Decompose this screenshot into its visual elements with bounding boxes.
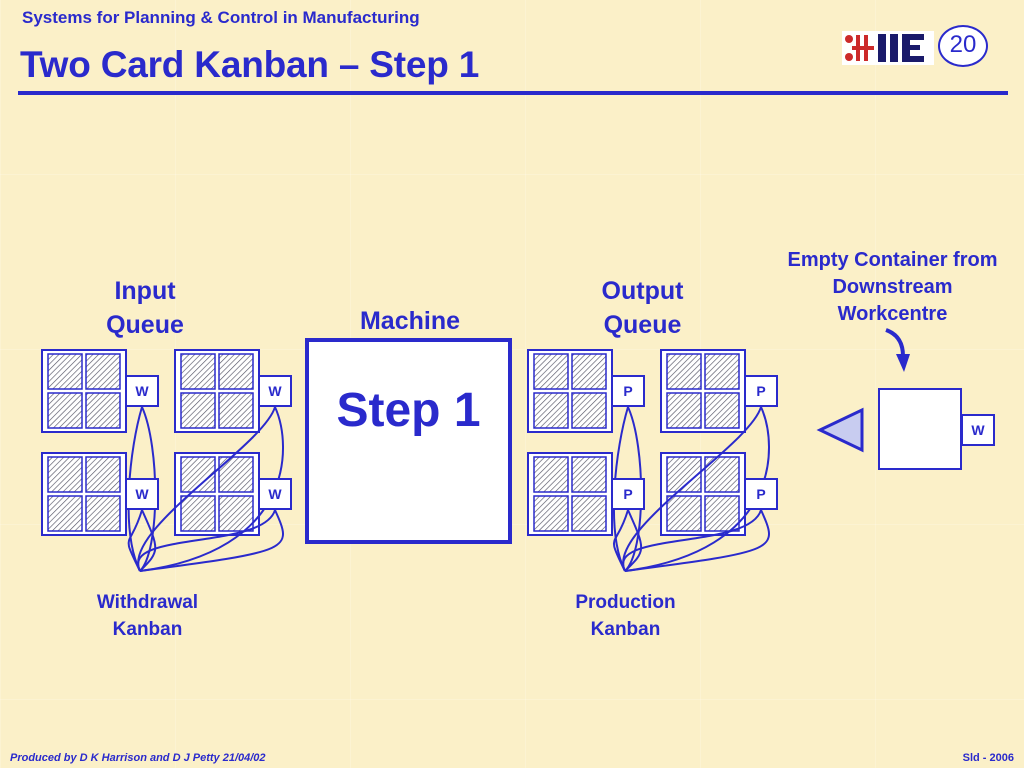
output-queue-container <box>660 349 746 433</box>
deck-subtitle: Systems for Planning & Control in Manufa… <box>22 8 420 27</box>
flow-arrow-left-icon <box>816 407 864 453</box>
logo-red-symbol <box>845 35 874 61</box>
withdrawal-kanban-card: W <box>125 478 159 510</box>
kanban-link-curve <box>624 509 643 572</box>
machine-label: Machine <box>359 307 461 335</box>
kanban-link-curve <box>622 406 762 572</box>
iie-logo <box>842 31 934 65</box>
kanban-link-curve <box>127 509 143 572</box>
input-queue-container <box>41 349 127 433</box>
slide-number: 20 <box>949 31 977 58</box>
machine-step-text: Step 1 <box>336 384 481 437</box>
footer-credit: Produced by D K Harrison and D J Petty 2… <box>10 752 266 764</box>
kanban-link-curve <box>137 406 276 572</box>
kanban-link-curve <box>622 509 762 572</box>
empty-container-label: Empty Container from Downstream Workcent… <box>787 249 998 325</box>
withdrawal-kanban-card: W <box>961 414 995 446</box>
input-queue-container <box>41 452 127 536</box>
empty-container <box>878 388 962 470</box>
output-queue-container <box>527 349 613 433</box>
production-kanban-card: P <box>611 478 645 510</box>
withdrawal-kanban-card: W <box>125 375 159 407</box>
input-queue-container <box>174 349 260 433</box>
withdrawal-kanban-label: Withdrawal Kanban <box>96 592 199 640</box>
kanban-link-curve <box>613 509 629 572</box>
production-kanban-card: P <box>611 375 645 407</box>
logo-letters <box>878 34 924 62</box>
withdrawal-kanban-card: W <box>258 478 292 510</box>
kanban-link-curve <box>139 509 284 572</box>
kanban-link-curve <box>137 509 276 572</box>
title-underline <box>18 91 1008 95</box>
output-queue-label: Output Queue <box>601 277 684 339</box>
footer-slide-id: Sld - 2006 <box>962 752 1014 764</box>
machine-box <box>305 338 512 544</box>
output-queue-container <box>660 452 746 536</box>
production-kanban-label: Production Kanban <box>575 592 676 640</box>
slide-title: Two Card Kanban – Step 1 <box>20 44 480 85</box>
input-queue-container <box>174 452 260 536</box>
output-queue-container <box>527 452 613 536</box>
curved-down-arrow-icon <box>885 328 905 357</box>
kanban-link-curve <box>624 509 770 572</box>
slide-number-badge <box>938 25 988 67</box>
input-queue-label: Input Queue <box>106 277 184 339</box>
production-kanban-card: P <box>744 478 778 510</box>
withdrawal-kanban-card: W <box>258 375 292 407</box>
arrow-head-down-icon <box>896 354 910 372</box>
production-kanban-card: P <box>744 375 778 407</box>
